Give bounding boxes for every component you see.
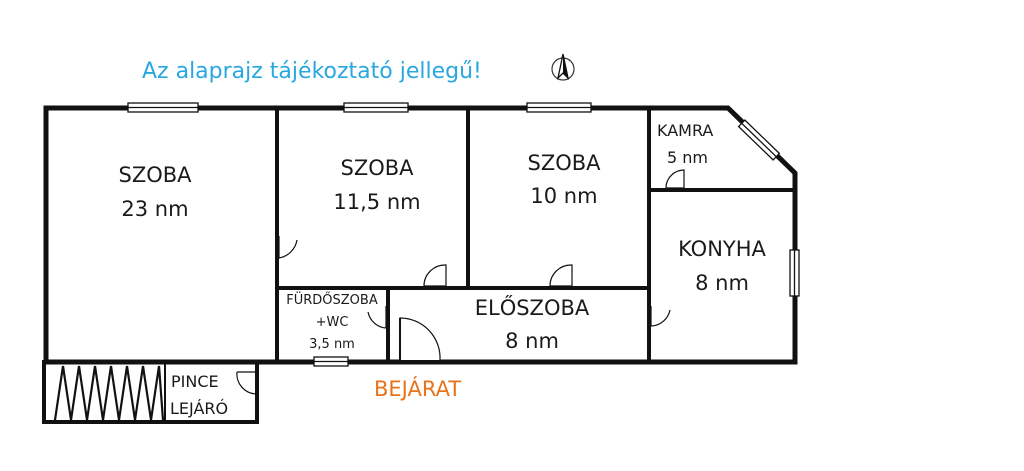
room-konyha: KONYHA 8 nm [678, 237, 766, 295]
cellar-line2: LEJÁRÓ [170, 399, 228, 418]
cellar-line1: PINCE [171, 372, 219, 391]
room-area: 10 nm [530, 184, 597, 208]
room-sub: +WC [316, 315, 349, 330]
room-name: KONYHA [678, 237, 766, 261]
disclaimer-text: Az alaprajz tájékoztató jellegű! [142, 59, 482, 84]
room-kamra: KAMRA 5 nm [657, 121, 713, 167]
room-szoba-10: SZOBA 10 nm [527, 151, 601, 208]
room-area: 8 nm [505, 329, 559, 353]
room-area: 11,5 nm [333, 190, 420, 214]
room-szoba-23: SZOBA 23 nm [118, 163, 192, 221]
room-szoba-11-5: SZOBA 11,5 nm [333, 156, 420, 214]
room-area: 3,5 nm [309, 337, 355, 352]
room-area: 23 nm [121, 197, 188, 221]
room-eloszoba: ELŐSZOBA 8 nm [475, 295, 590, 353]
room-furdoszoba: FÜRDŐSZOBA +WC 3,5 nm [286, 291, 378, 352]
entrance-label: BEJÁRAT [374, 376, 461, 401]
room-area: 5 nm [667, 148, 708, 167]
windows [127, 102, 800, 367]
room-name: SZOBA [118, 163, 192, 187]
room-name: SZOBA [527, 151, 601, 175]
north-arrow-icon [551, 53, 575, 81]
room-name: ELŐSZOBA [475, 295, 590, 320]
cellar-label: PINCE LEJÁRÓ [170, 372, 228, 418]
room-name: FÜRDŐSZOBA [286, 291, 378, 308]
room-name: KAMRA [657, 121, 713, 140]
doors [236, 169, 685, 395]
room-name: SZOBA [340, 156, 414, 180]
inner-walls [275, 108, 795, 362]
room-area: 8 nm [695, 271, 749, 295]
cellar-stairs [42, 360, 259, 424]
